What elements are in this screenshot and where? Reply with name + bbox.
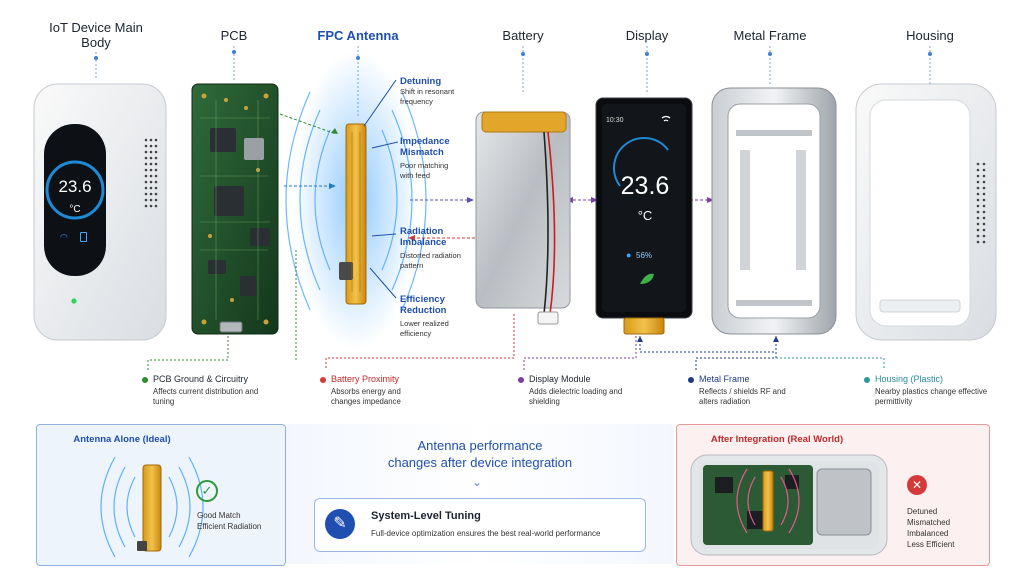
effect-efficiency-reduction: Efficiency Reduction Lower realized effi… <box>400 294 460 338</box>
influence-pcb-label: PCB Ground & Circuitry <box>153 374 249 384</box>
influence-metal-title: Metal Frame <box>688 374 788 385</box>
influence-housing-desc: Nearby plastics change effective permitt… <box>875 387 988 406</box>
influence-metal-label: Metal Frame <box>699 374 750 384</box>
effect-detuning-desc: Shift in resonant frequency <box>400 87 455 106</box>
arrow-heads <box>329 128 714 241</box>
display-humidity: 56% <box>636 251 653 260</box>
influence-battery-dot <box>320 376 326 383</box>
display-droplet-icon: ● <box>626 250 632 260</box>
center-panel: Antenna performance changes after device… <box>286 424 674 564</box>
x-error-icon: ✕ <box>907 475 927 495</box>
fpc-antenna <box>285 50 427 350</box>
device-temperature-unit: °C <box>69 204 81 215</box>
ideal-antenna-illustration <box>100 456 204 558</box>
ideal-panel-title: Antenna Alone (Ideal) <box>73 434 171 445</box>
effect-impedance-mismatch: Impedance Mismatch Poor matching with fe… <box>400 136 460 180</box>
center-headline-2: changes after device integration <box>387 455 573 470</box>
exploded-view-illustration <box>33 46 997 370</box>
effect-impedance-title: Impedance Mismatch <box>400 136 450 158</box>
effect-detuning: Detuning Shift in resonant frequency <box>400 76 474 106</box>
plastic-housing <box>855 83 997 341</box>
header-battery: Battery <box>502 28 544 43</box>
influence-display-dot <box>518 376 524 383</box>
real-world-panel: After Integration (Real World) ✕ Detuned… <box>676 424 990 566</box>
display-temperature-unit: °C <box>637 208 653 223</box>
influence-housing: Housing (Plastic) Nearby plastics change… <box>864 374 988 407</box>
influence-battery-label: Battery Proximity <box>331 374 400 384</box>
metal-frame <box>711 87 837 335</box>
effect-radiation-desc: Distorted radiation pattern <box>400 251 461 270</box>
effect-radiation-imbalance: Radiation Imbalance Distorted radiation … <box>400 226 466 270</box>
tuning-title: System-Level Tuning <box>371 510 481 522</box>
influence-lines <box>147 250 885 370</box>
center-headline-1: Antenna performance <box>417 438 543 453</box>
display-temperature: 23.6 <box>620 172 670 200</box>
influence-pcb-title: PCB Ground & Circuitry <box>142 374 272 385</box>
effect-impedance-desc: Poor matching with feed <box>400 161 449 180</box>
battery-pack <box>475 111 571 325</box>
influence-metal-desc: Reflects / shields RF and alters radiati… <box>699 387 786 406</box>
influence-battery-title: Battery Proximity <box>320 374 426 385</box>
real-world-title: After Integration (Real World) <box>710 434 844 445</box>
effect-efficiency-desc: Lower realized efficiency <box>400 319 449 338</box>
influence-metal-dot <box>688 376 694 383</box>
interaction-arrows <box>279 113 712 239</box>
header-fpc-antenna: FPC Antenna <box>317 28 399 43</box>
iot-device-body <box>33 83 167 341</box>
device-wifi-icon: ◠ <box>60 232 68 242</box>
header-housing: Housing <box>906 28 954 43</box>
header-metal-frame: Metal Frame <box>733 28 807 43</box>
display-module <box>595 97 693 335</box>
influence-metal-frame: Metal Frame Reflects / shields RF and al… <box>688 374 788 407</box>
header-pcb: PCB <box>220 28 248 43</box>
influence-pcb-dot <box>142 376 148 383</box>
check-icon: ✓ <box>196 480 218 502</box>
wrench-icon: ✎ <box>325 509 355 539</box>
antenna-effect-arrows <box>363 79 399 299</box>
real-line2: Mismatched <box>907 518 951 527</box>
effect-efficiency-title: Efficiency Reduction <box>400 294 447 316</box>
real-line3: Imbalanced <box>907 529 949 538</box>
influence-housing-title: Housing (Plastic) <box>864 374 988 385</box>
influence-housing-label: Housing (Plastic) <box>875 374 944 384</box>
real-line4: Less Efficient <box>907 540 955 549</box>
ideal-line1: Good Match <box>197 511 241 520</box>
ideal-panel: Antenna Alone (Ideal) ✓ Good Match Effic… <box>36 424 286 566</box>
influence-housing-dot <box>864 376 870 383</box>
influence-display-label: Display Module <box>529 374 591 384</box>
display-time: 10:30 <box>606 117 624 124</box>
tuning-card: ✎ System-Level Tuning Full-device optimi… <box>314 498 646 552</box>
influence-pcb: PCB Ground & Circuitry Affects current d… <box>142 374 272 407</box>
influence-display-title: Display Module <box>518 374 636 385</box>
ideal-line2: Efficient Radiation <box>197 522 262 531</box>
influence-battery-desc: Absorbs energy and changes impedance <box>331 387 401 406</box>
integrated-device-illustration <box>690 454 888 556</box>
influence-pcb-desc: Affects current distribution and tuning <box>153 387 259 406</box>
real-line1: Detuned <box>907 507 938 516</box>
tuning-desc: Full-device optimization ensures the bes… <box>371 529 601 538</box>
header-main-body: IoT Device Main Body <box>49 20 143 50</box>
influence-battery: Battery Proximity Absorbs energy and cha… <box>320 374 426 407</box>
effect-radiation-title: Radiation Imbalance <box>400 226 447 248</box>
pcb-board <box>191 83 279 335</box>
device-phone-icon <box>80 232 87 242</box>
influence-display-desc: Adds dielectric loading and shielding <box>529 387 623 406</box>
influence-display: Display Module Adds dielectric loading a… <box>518 374 636 407</box>
chevron-down-icon: ⌄ <box>472 475 483 489</box>
header-display: Display <box>625 28 669 43</box>
effect-detuning-title: Detuning <box>400 76 442 87</box>
device-temperature: 23.6 <box>58 177 92 196</box>
